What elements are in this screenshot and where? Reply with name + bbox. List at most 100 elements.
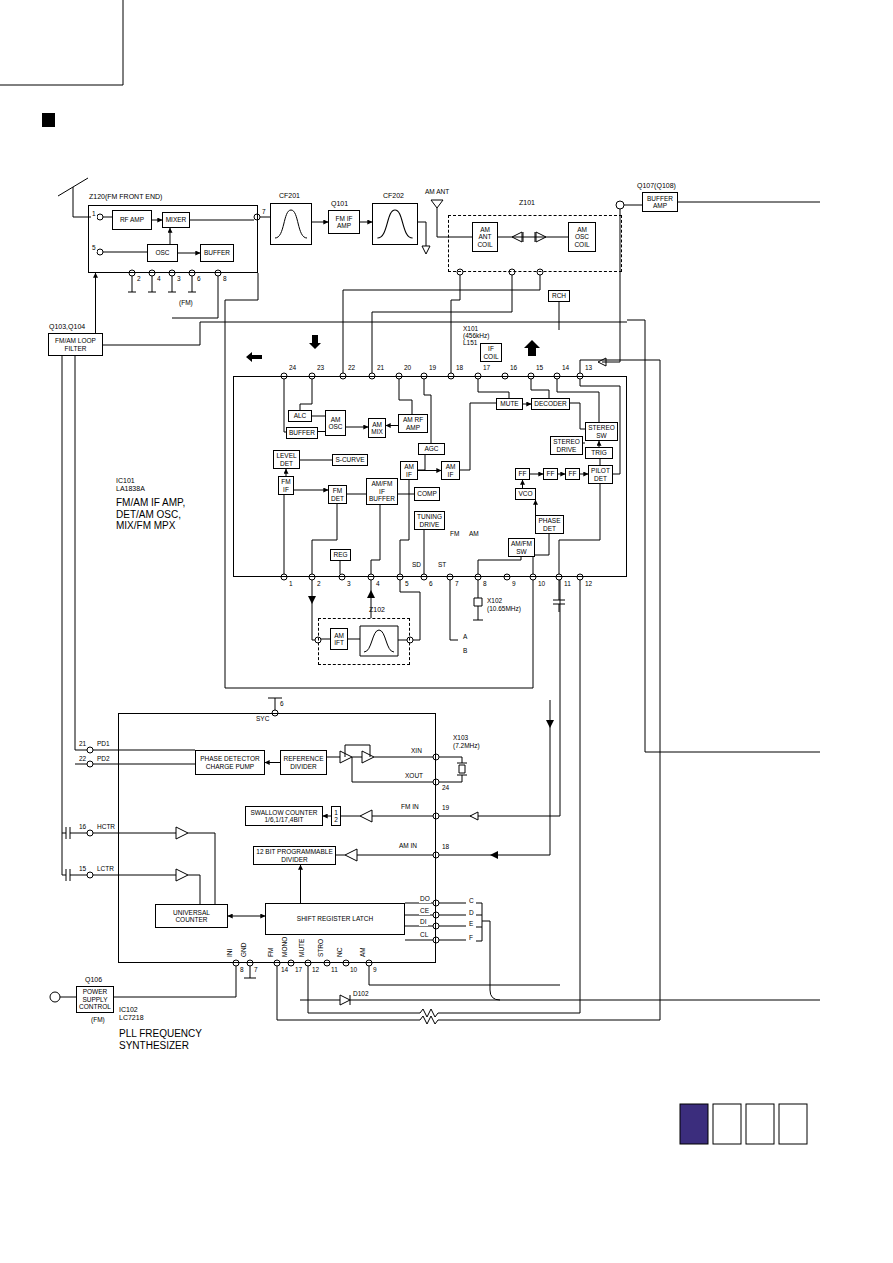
block-box: AM MIX: [368, 418, 386, 438]
block-label: AM ANT COIL: [474, 226, 496, 248]
filled-arrow: [546, 720, 554, 728]
pin-label: 7: [261, 209, 267, 216]
signal-connector: [498, 237, 568, 238]
block-box: AM/FM SW: [508, 538, 535, 557]
inverter-symbol: [335, 810, 433, 861]
block-label: PHASE DET: [537, 517, 562, 532]
block-label: RCH: [552, 292, 566, 299]
ground-stub: [128, 276, 196, 292]
module-heading: Z101: [519, 199, 535, 207]
pin-label: FM IN: [400, 804, 420, 811]
pin-label: GND: [241, 942, 248, 958]
pin-label: 4: [156, 276, 162, 283]
wire: [559, 300, 560, 330]
block-box: AM IF: [441, 461, 460, 480]
wire: [48, 345, 87, 875]
pin-label: L151: [462, 340, 478, 347]
signal-connector: [178, 253, 200, 254]
hollow-arrow: [422, 246, 430, 254]
pin-label: 12: [311, 967, 320, 974]
module-heading: Q107(Q108): [637, 182, 676, 190]
pin-label: 6: [428, 581, 434, 588]
pin-label: 12: [584, 581, 593, 588]
signal-connector: [522, 480, 523, 488]
block-box: FF: [515, 468, 530, 480]
pin-label: HCTR: [96, 824, 116, 831]
pin-label: X102: [486, 598, 503, 605]
filled-arrow: [524, 340, 540, 356]
pin-label: 8: [239, 967, 245, 974]
hollow-arrow: [470, 812, 478, 820]
block-label: FM DET: [330, 487, 345, 502]
wire-group: [0, 0, 820, 1024]
block-box: FF: [543, 468, 558, 480]
pin-label: XOUT: [404, 773, 424, 780]
signal-connector: [95, 273, 96, 333]
pin-label: 6: [196, 276, 202, 283]
filled-arrow: [367, 590, 375, 598]
pin-label: (456kHz): [462, 333, 490, 340]
wire: [450, 580, 565, 640]
block-box: AM OSC COIL: [568, 222, 596, 252]
module-heading: CF202: [383, 192, 404, 200]
signal-connector: [265, 762, 280, 763]
module-outline: IC101 LA1838AFM/AM IF AMP, DET/AM OSC, M…: [233, 376, 627, 577]
pin-label: (10.65MHz): [486, 606, 522, 613]
module-heading: CF201: [279, 192, 300, 200]
block-label: FF: [547, 470, 555, 477]
block-box: RF AMP: [112, 210, 152, 230]
block-label: UNIVERSAL COUNTER: [157, 909, 226, 924]
block-box: PHASE DET: [535, 515, 564, 534]
block-box: ALC: [288, 410, 312, 422]
block-label: SHIFT REGISTER LATCH: [297, 915, 373, 922]
block-box: BUFFER: [200, 244, 234, 262]
module-heading: IC102 LC7218: [119, 1006, 164, 1022]
block-box: AM IFT: [330, 628, 348, 650]
module-outline: Z101AM ANT COILAM OSC COIL: [448, 215, 622, 272]
block-label: REG: [333, 551, 347, 558]
block-box: AM IF: [400, 461, 418, 480]
wire: [300, 1000, 820, 1001]
block-box: DECODER: [531, 398, 570, 410]
block-label: STEREO SW: [587, 424, 616, 439]
pin-label: 21: [78, 741, 87, 748]
module-outline: Z120(FM FRONT END)RF AMPMIXEROSCBUFFER: [88, 205, 258, 273]
pin-label: 9: [511, 581, 517, 588]
block-label: AM OSC COIL: [570, 226, 594, 248]
pin-label: 9: [372, 967, 378, 974]
wire: [343, 275, 540, 373]
pin-label: 15: [78, 866, 87, 873]
block-box: Q103,Q104FM/AM LOOP FILTER: [48, 333, 103, 356]
wire: [172, 276, 218, 318]
block-box: REG: [330, 549, 351, 561]
pin-label: INI: [227, 948, 234, 958]
pin-label: 23: [316, 365, 325, 372]
filter-symbol: [360, 626, 398, 656]
pin-label: C: [468, 898, 475, 905]
block-label: BUFFER: [289, 429, 315, 436]
pin-label: 22: [78, 756, 87, 763]
block-label: REFERENCE DIVIDER: [282, 755, 325, 770]
block-box: MUTE: [496, 398, 523, 410]
block-label: DECODER: [534, 400, 567, 407]
module-heading: Q103,Q104: [49, 323, 85, 331]
module-heading: Z120(FM FRONT END): [89, 193, 162, 201]
block-box: MIXER: [162, 212, 190, 228]
pin-label: B: [462, 648, 468, 655]
pin-label: AM ANT: [424, 189, 450, 196]
wire: [312, 580, 420, 640]
pin-label: 24: [441, 785, 450, 792]
block-label: RF AMP: [120, 216, 144, 223]
pin-circle: [281, 574, 583, 580]
pin-label: AM IN: [398, 843, 418, 850]
block-label: AM RF AMP: [400, 416, 426, 431]
pin-label: DO: [419, 896, 431, 903]
signal-connector: [580, 474, 588, 475]
block-label: BUFFER: [204, 249, 230, 256]
block-label: AM IF: [443, 463, 458, 478]
module-heading: PLL FREQUENCY SYNTHESIZER: [119, 1028, 259, 1051]
signal-connector: [360, 222, 372, 223]
block-box: Q107(Q108)BUFFER AMP: [642, 192, 678, 212]
signal-connector: [558, 474, 565, 475]
pin-label: 19: [441, 805, 450, 812]
